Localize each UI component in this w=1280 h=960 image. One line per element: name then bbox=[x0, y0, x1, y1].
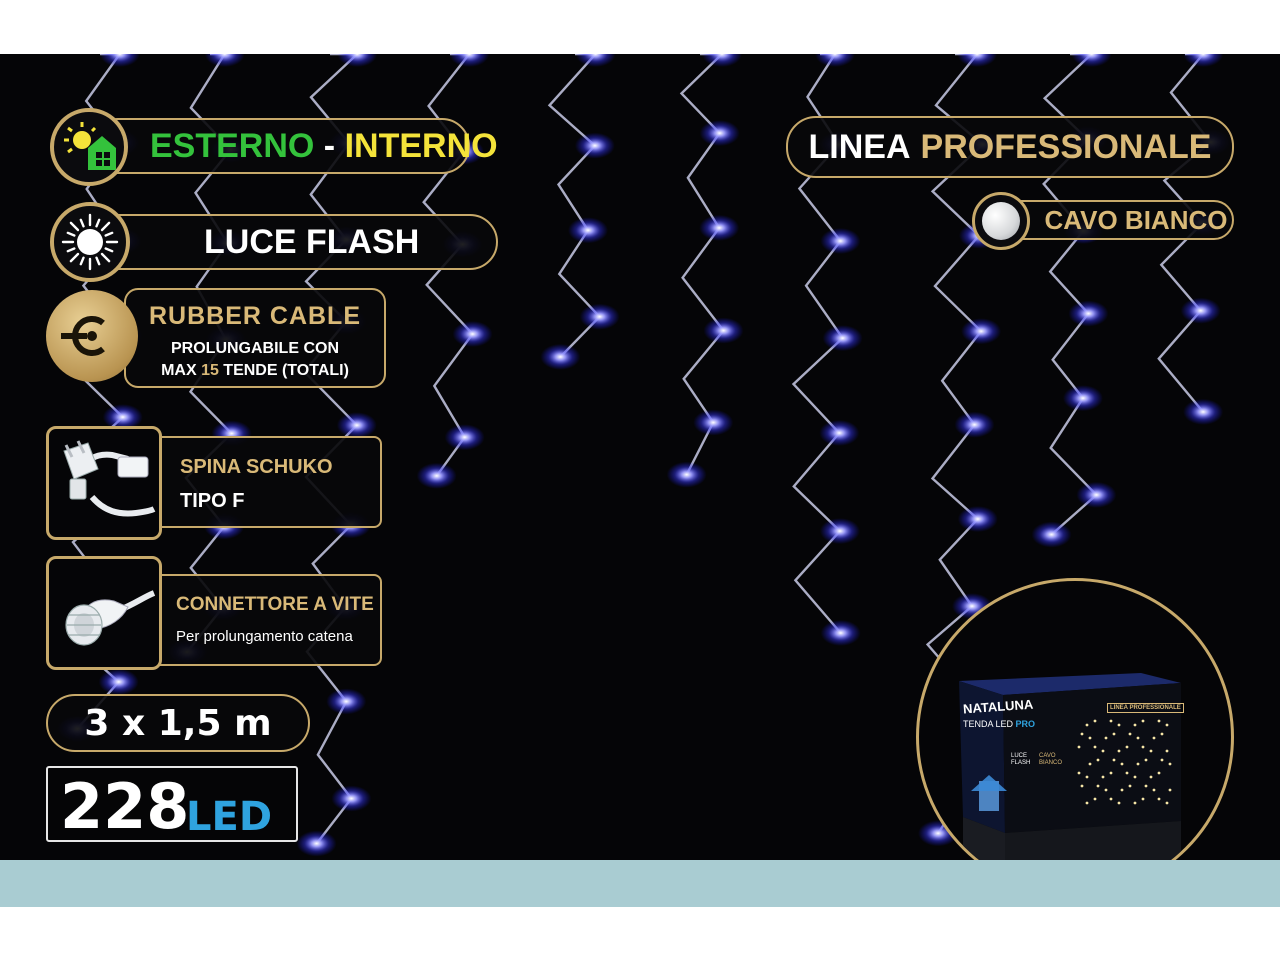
package-side-label1: LUCE FLASH bbox=[1011, 753, 1031, 766]
rubber-cable-max: MAX bbox=[161, 362, 202, 379]
package-panel-text: LINEA PROFESSIONALE bbox=[1107, 703, 1184, 713]
separator-label: - bbox=[314, 126, 345, 165]
screw-connector-icon bbox=[46, 556, 162, 670]
cavo-bianco-badge: CAVO BIANCO bbox=[1000, 200, 1234, 240]
rubber-cable-line1: PROLUNGABILE CON bbox=[171, 340, 339, 357]
esterno-label: ESTERNO bbox=[150, 126, 315, 165]
package-product-pro: PRO bbox=[1015, 719, 1036, 729]
led-count-badge: 228 LED bbox=[46, 766, 298, 843]
house-sun-icon bbox=[50, 108, 128, 186]
package-product: TENDA LED PRO bbox=[963, 719, 1035, 729]
luce-flash-badge: LUCE FLASH bbox=[90, 214, 498, 270]
package-product-prefix: TENDA LED bbox=[963, 719, 1016, 729]
schuko-plug-icon bbox=[46, 426, 162, 540]
size-label: 3 x 1,5 m bbox=[84, 702, 272, 744]
linea-professionale-badge: LINEA PROFESSIONALE bbox=[786, 116, 1234, 178]
size-badge: 3 x 1,5 m bbox=[46, 694, 310, 752]
led-count-number: 228 bbox=[60, 770, 190, 843]
rubber-cable-tende: TENDE (TOTALI) bbox=[218, 362, 349, 379]
package-side-label2: CAVO BIANCO bbox=[1039, 753, 1063, 766]
esterno-interno-badge: ESTERNO - INTERNO bbox=[90, 118, 498, 174]
spina-subtitle: TIPO F bbox=[180, 490, 245, 512]
flash-sun-icon bbox=[50, 202, 130, 282]
linea-label: LINEA bbox=[808, 127, 911, 166]
rubber-cable-line2: MAX 15 TENDE (TOTALI) bbox=[126, 362, 384, 380]
spina-schuko-badge: SPINA SCHUKO TIPO F bbox=[150, 436, 382, 528]
luce-flash-label: LUCE FLASH bbox=[204, 222, 420, 261]
connettore-badge: CONNETTORE A VITE Per prolungamento cate… bbox=[150, 574, 382, 666]
rubber-cable-count: 15 bbox=[201, 362, 219, 379]
interno-label: INTERNO bbox=[344, 126, 498, 165]
spina-title: SPINA SCHUKO bbox=[180, 456, 333, 478]
product-banner: ESTERNO - INTERNO LUCE FLASH RUBB bbox=[0, 54, 1280, 907]
bottom-strip bbox=[0, 860, 1280, 907]
rubber-cable-title: RUBBER CABLE bbox=[149, 302, 361, 330]
cavo-bianco-label: CAVO BIANCO bbox=[1044, 204, 1228, 235]
connettore-title: CONNETTORE A VITE bbox=[176, 594, 374, 615]
led-unit-label: LED bbox=[186, 794, 273, 840]
professionale-label: PROFESSIONALE bbox=[920, 127, 1212, 166]
connettore-subtitle: Per prolungamento catena bbox=[176, 628, 353, 645]
rubber-cable-badge: RUBBER CABLE PROLUNGABILE CON MAX 15 TEN… bbox=[124, 288, 386, 388]
package-image: NATALUNA TENDA LED PRO LINEA PROFESSIONA… bbox=[916, 578, 1234, 896]
rubber-cable-icon bbox=[46, 290, 138, 382]
white-cable-dot-icon bbox=[972, 192, 1030, 250]
